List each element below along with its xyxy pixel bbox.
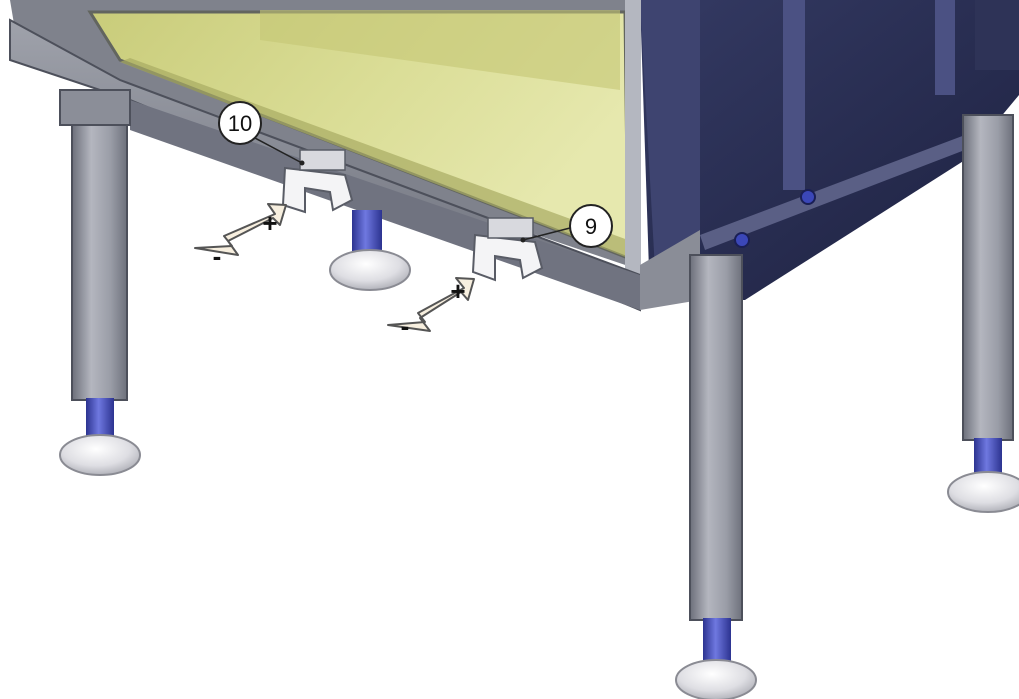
adjust-arrow-left: + - — [194, 203, 287, 271]
callout-10: 10 — [218, 101, 262, 145]
plus-sign-left: + — [262, 208, 277, 238]
minus-sign-left: - — [213, 241, 222, 271]
bolt-icon — [800, 189, 816, 205]
leg-right — [947, 114, 1019, 513]
callout-9: 9 — [569, 204, 613, 248]
callout-10-label: 10 — [228, 111, 252, 136]
cabinet-body — [640, 0, 1019, 300]
callout-9-label: 9 — [585, 214, 597, 239]
leader-line-9 — [522, 227, 571, 241]
bolt-icon — [734, 232, 750, 248]
leader-dot-9 — [520, 237, 526, 243]
plus-sign-right: + — [450, 276, 465, 306]
leader-line-10 — [252, 136, 303, 164]
adjust-arrow-right: + - — [387, 276, 475, 341]
leader-dot-10 — [299, 160, 305, 166]
leg-front — [675, 254, 757, 699]
bracket-10 — [281, 149, 354, 214]
bracket-9 — [471, 217, 544, 282]
foot-middle — [329, 210, 411, 291]
leg-back-left — [59, 89, 141, 476]
minus-sign-right: - — [401, 311, 410, 341]
